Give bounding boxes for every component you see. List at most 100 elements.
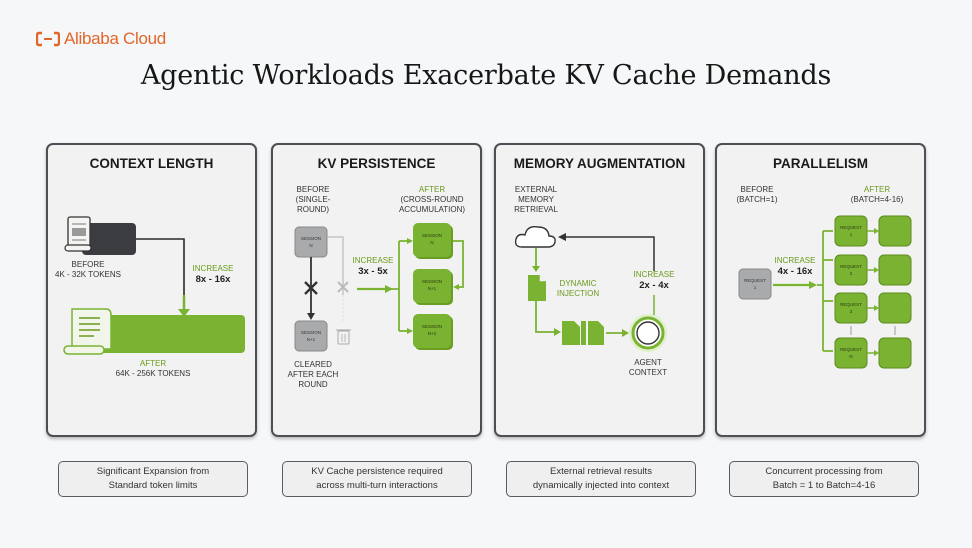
increase-label: INCREASE [633, 270, 675, 279]
svg-text:3: 3 [850, 309, 853, 314]
request-box-before: REQUEST 1 [738, 268, 772, 300]
before-title: BEFORE [71, 260, 105, 269]
before-label: BEFORE (SINGLE-ROUND) [285, 185, 341, 215]
before-label: BEFORE (BATCH=1) [729, 185, 785, 205]
increase-badge: INCREASE 2x - 4x [624, 269, 684, 291]
svg-text:REQUEST: REQUEST [840, 347, 862, 352]
note-memory-augmentation: External retrieval results dynamically in… [506, 461, 696, 497]
panel-title: MEMORY AUGMENTATION [513, 156, 686, 171]
svg-text:SESSION: SESSION [301, 236, 321, 241]
arrow-head [532, 266, 540, 272]
connector-line [136, 238, 185, 303]
injection-label: DYNAMIC INJECTION [556, 279, 600, 298]
session-box-after-n2: SESSION N+2 [413, 314, 453, 350]
before-label: BEFORE 4K - 32K TOKENS [48, 260, 128, 280]
after-grid: REQUEST 1 REQUEST 2 REQUEST 3 [834, 215, 912, 369]
session-box-before-n1: SESSION N+1 [294, 320, 328, 352]
before-sub: (BATCH=1) [736, 195, 778, 204]
note-line: Significant Expansion from [96, 466, 210, 477]
arrow-head [622, 329, 629, 337]
cross-icon [304, 281, 318, 295]
increase-label: INCREASE [352, 256, 394, 265]
arrow-head [407, 328, 413, 334]
kv-persistence-diagram: SESSION N SESSION N+1 [294, 223, 464, 352]
svg-text:N: N [849, 354, 852, 359]
before-sub: (SINGLE-ROUND) [295, 195, 331, 214]
arrow-head [809, 281, 817, 289]
arrow-head [554, 328, 561, 336]
panel-context-length: CONTEXT LENGTH BEFORE 4K - 32K TOKENS [46, 143, 257, 437]
alibaba-cloud-logo-icon [36, 31, 60, 47]
request-row-2: REQUEST 2 [834, 254, 912, 286]
svg-text:SESSION: SESSION [422, 324, 442, 329]
increase-badge: INCREASE 4x - 16x [767, 255, 823, 277]
before-value: 4K - 32K TOKENS [55, 270, 121, 279]
before-token-bar [82, 223, 136, 255]
branch-lines [391, 240, 411, 332]
gray-connector [327, 236, 344, 295]
increase-value: 4x - 16x [777, 266, 813, 277]
panel-title: PARALLELISM [773, 156, 868, 171]
after-title: AFTER [139, 359, 167, 368]
panel-kv-persistence: KV PERSISTENCE SESSION N SESSION N+1 [271, 143, 482, 437]
arrow-head [307, 313, 315, 320]
panel-memory-augmentation: MEMORY AUGMENTATION EXTERNAL MEMORY RETR… [494, 143, 705, 437]
note-line: KV Cache persistence required [311, 466, 443, 477]
request-row-n: REQUEST N [834, 337, 912, 369]
before-title: BEFORE [296, 185, 330, 194]
svg-text:REQUEST: REQUEST [744, 278, 766, 283]
request-row-3: REQUEST 3 [834, 292, 912, 324]
memory-augmentation-diagram [514, 225, 667, 352]
arrow-head [178, 309, 190, 317]
svg-text:1: 1 [754, 285, 757, 290]
after-title: AFTER [418, 185, 446, 194]
svg-text:SESSION: SESSION [422, 279, 442, 284]
svg-text:N+1: N+1 [428, 286, 437, 291]
svg-text:REQUEST: REQUEST [840, 225, 862, 230]
increase-value: 3x - 5x [358, 266, 388, 277]
svg-text:REQUEST: REQUEST [840, 302, 862, 307]
panel-parallelism: PARALLELISM REQUEST 1 REQUEST 1 REQUEST … [715, 143, 926, 437]
svg-text:REQUEST: REQUEST [840, 264, 862, 269]
trash-icon [336, 329, 351, 345]
svg-text:2: 2 [850, 271, 853, 276]
before-title: BEFORE [740, 185, 774, 194]
svg-text:1: 1 [850, 232, 853, 237]
document-scroll-icon [64, 216, 92, 252]
increase-badge: INCREASE 3x - 5x [345, 255, 401, 277]
panel-title: CONTEXT LENGTH [89, 156, 214, 171]
after-label: AFTER (CROSS-ROUND ACCUMULATION) [391, 185, 473, 215]
svg-text:N+2: N+2 [428, 331, 437, 336]
session-box-after-n1: SESSION N+1 [413, 269, 453, 305]
after-value: 64K - 256K TOKENS [115, 369, 191, 378]
increase-value: 2x - 4x [639, 280, 669, 291]
svg-text:N: N [430, 240, 433, 245]
note-line: Concurrent processing from [765, 466, 883, 477]
session-box-before-n: SESSION N [294, 226, 328, 258]
cleared-label: CLEARED AFTER EACH ROUND [287, 360, 339, 389]
page-title: Agentic Workloads Exacerbate KV Cache De… [140, 60, 832, 91]
arrow-head [453, 284, 459, 290]
note-line: Standard token limits [108, 480, 198, 491]
session-box-after-n: SESSION N [413, 223, 453, 259]
after-sub: (BATCH=4-16) [850, 195, 904, 204]
svg-text:SESSION: SESSION [301, 330, 321, 335]
context-length-diagram [63, 216, 245, 355]
ellipsis-lines [850, 326, 896, 335]
svg-text:N: N [309, 243, 312, 248]
parallelism-diagram: REQUEST 1 REQUEST 1 REQUEST 2 [738, 215, 912, 369]
note-line: External retrieval results [550, 466, 652, 477]
retrieval-label: EXTERNAL MEMORY RETRIEVAL [514, 185, 558, 214]
accumulate-loop [453, 240, 464, 288]
arrow-head [385, 285, 393, 293]
after-label: AFTER (BATCH=4-16) [837, 185, 917, 205]
after-label: AFTER 64K - 256K TOKENS [88, 359, 218, 379]
note-line: dynamically injected into context [532, 480, 670, 491]
after-title: AFTER [863, 185, 891, 194]
arrow-head [558, 233, 566, 241]
svg-text:N+1: N+1 [307, 337, 316, 342]
after-sub: (CROSS-ROUND ACCUMULATION) [398, 195, 466, 214]
svg-text:SESSION: SESSION [422, 233, 442, 238]
